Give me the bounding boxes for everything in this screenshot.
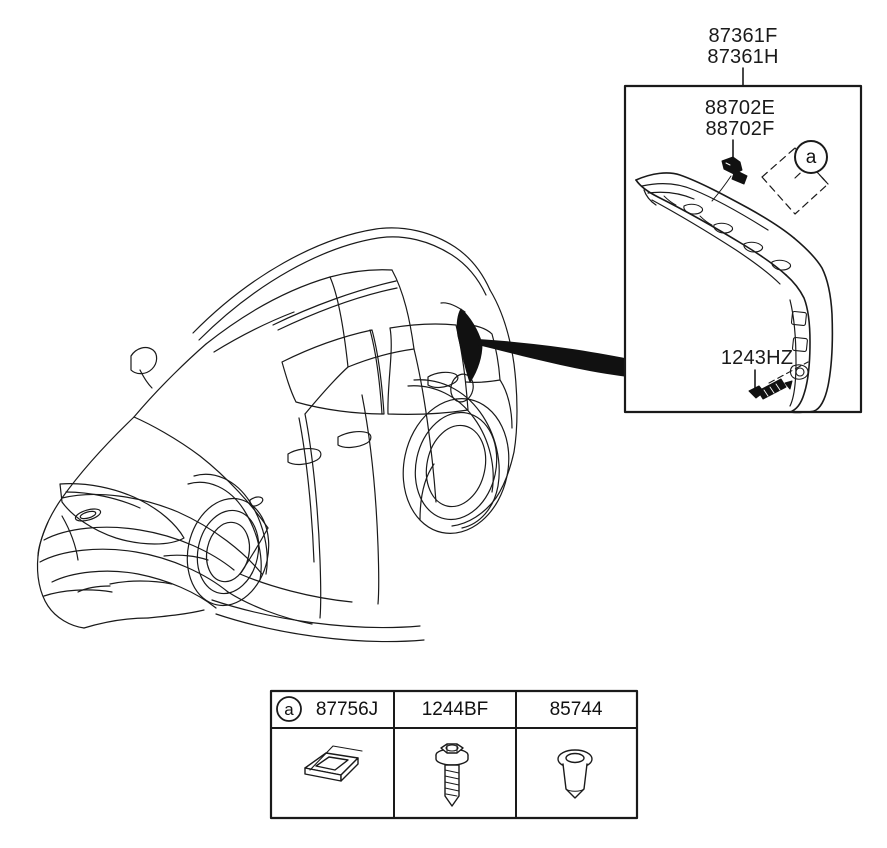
part-label-87361H: 87361H xyxy=(707,46,779,68)
hex-head-screw-icon xyxy=(435,743,469,807)
legend-part-number-85744: 85744 xyxy=(549,699,603,720)
clip-attach-line xyxy=(711,175,732,202)
cpillar-trim-on-vehicle xyxy=(440,302,483,383)
balloon-a-circle xyxy=(794,140,828,174)
part-label-87361F: 87361F xyxy=(708,25,778,47)
clip-plate-icon xyxy=(304,745,363,782)
legend-part-number-1244BF: 1244BF xyxy=(421,699,489,720)
legend-balloon-a-label: a xyxy=(284,700,294,719)
clip-88702 xyxy=(721,156,748,185)
screw-1243hz xyxy=(748,378,793,400)
part-label-1243HZ: 1243HZ xyxy=(720,347,794,369)
detail-box-frame xyxy=(623,84,863,414)
vehicle-illustration xyxy=(36,227,518,643)
grommet-plug-icon xyxy=(557,749,593,799)
screw-install-path xyxy=(768,361,809,384)
legend-balloon-a-circle xyxy=(276,696,302,722)
cpillar-garnish-part xyxy=(635,172,834,414)
part-label-88702F: 88702F xyxy=(705,118,775,140)
legend-part-number-87756J: 87756J xyxy=(315,699,379,720)
garnish-pillar-clips xyxy=(789,310,809,380)
garnish-clip-slots xyxy=(683,203,792,271)
balloon-a-label: a xyxy=(805,147,817,168)
part-label-88702E: 88702E xyxy=(704,97,776,119)
